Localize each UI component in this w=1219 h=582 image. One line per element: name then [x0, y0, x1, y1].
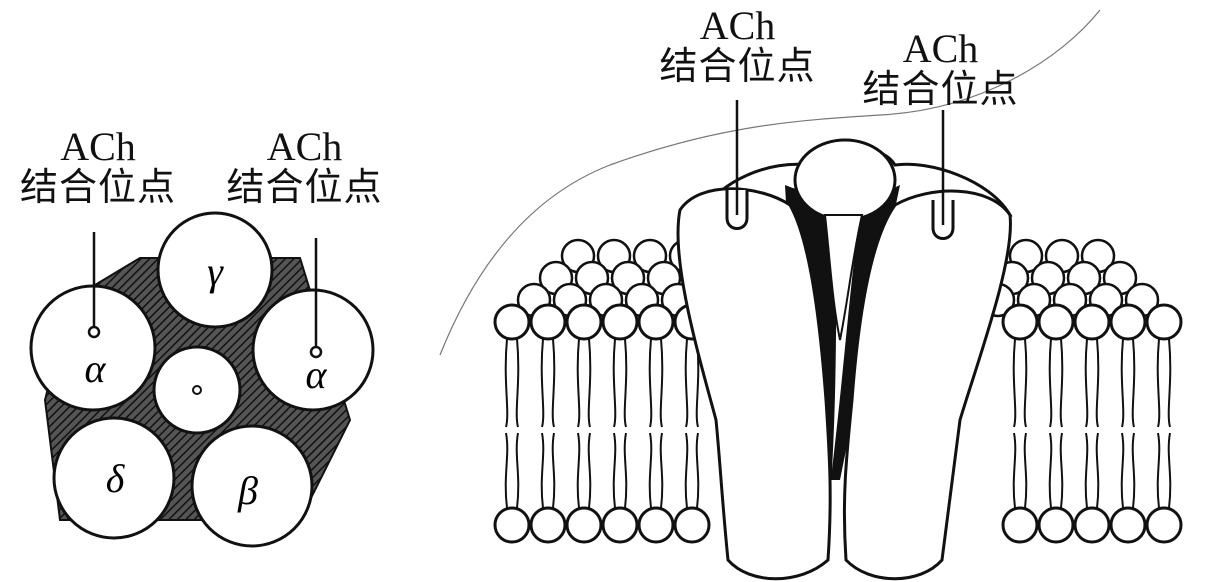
- lipid-tail: [1014, 339, 1016, 427]
- lipid-tail: [1169, 433, 1171, 508]
- lipid-tail: [1050, 339, 1052, 427]
- lipid-tail: [1133, 339, 1135, 427]
- lipid-tail: [614, 433, 616, 508]
- lipid-tail: [1158, 433, 1160, 508]
- lipid-head: [1075, 508, 1109, 542]
- lipid-tail: [517, 433, 519, 508]
- lipid-tail: [1061, 339, 1063, 427]
- label-channel-right: ACh 结合位点: [848, 28, 1033, 110]
- lipid-head: [567, 305, 601, 339]
- label-text: 结合位点: [848, 70, 1033, 110]
- lipid-head: [1039, 508, 1073, 542]
- lipid-head: [603, 508, 637, 542]
- lipid-head: [567, 508, 601, 542]
- lipid-tail: [1086, 339, 1088, 427]
- lipid-head: [1111, 508, 1145, 542]
- label-text: ACh: [645, 5, 830, 47]
- lipid-head: [1147, 305, 1181, 339]
- lipid-tail: [686, 339, 688, 427]
- lipid-tail: [686, 433, 688, 508]
- lipid-tail: [1025, 339, 1027, 427]
- lipid-tail: [650, 339, 652, 427]
- lipid-tail: [625, 339, 627, 427]
- lipid-head: [639, 508, 673, 542]
- channel-center-knob: [795, 140, 895, 220]
- lipid-tail: [1097, 339, 1099, 427]
- lipid-head: [639, 305, 673, 339]
- lipid-tail: [1025, 433, 1027, 508]
- label-text: 结合位点: [645, 47, 830, 87]
- channel-protein: [678, 100, 1010, 579]
- lipid-tail: [578, 433, 580, 508]
- lipid-tail: [589, 339, 591, 427]
- lipid-tail: [589, 433, 591, 508]
- lipid-tail: [1158, 339, 1160, 427]
- lipid-head: [603, 305, 637, 339]
- lipid-head: [495, 305, 529, 339]
- lipid-head: [1003, 305, 1037, 339]
- lipid-tail: [1097, 433, 1099, 508]
- lipid-tail: [1169, 339, 1171, 427]
- lipid-tail: [625, 433, 627, 508]
- label-channel-left: ACh 结合位点: [645, 5, 830, 87]
- lipid-tail: [650, 433, 652, 508]
- lipid-tail: [1086, 433, 1088, 508]
- lipid-head: [531, 508, 565, 542]
- lipid-tail: [1133, 433, 1135, 508]
- lipid-tail: [661, 433, 663, 508]
- label-text: ACh: [848, 28, 1033, 70]
- lipid-head: [1111, 305, 1145, 339]
- lipid-head: [1039, 305, 1073, 339]
- lipid-tail: [697, 433, 699, 508]
- lipid-tail: [506, 433, 508, 508]
- lipid-tail: [542, 433, 544, 508]
- lipid-head: [675, 508, 709, 542]
- lipid-head: [1003, 508, 1037, 542]
- lipid-head: [1147, 508, 1181, 542]
- lipid-tail: [553, 339, 555, 427]
- lipid-head: [495, 508, 529, 542]
- lipid-tail: [553, 433, 555, 508]
- lipid-tail: [1122, 339, 1124, 427]
- lipid-tail: [1061, 433, 1063, 508]
- lipid-tail: [542, 339, 544, 427]
- lipid-tail: [506, 339, 508, 427]
- lipid-tail: [1050, 433, 1052, 508]
- lipid-tail: [661, 339, 663, 427]
- lipid-tail: [614, 339, 616, 427]
- lipid-tail: [517, 339, 519, 427]
- lipid-tail: [1122, 433, 1124, 508]
- lipid-head: [531, 305, 565, 339]
- lipid-head: [1075, 305, 1109, 339]
- lipid-tail: [578, 339, 580, 427]
- lipid-tail: [1014, 433, 1016, 508]
